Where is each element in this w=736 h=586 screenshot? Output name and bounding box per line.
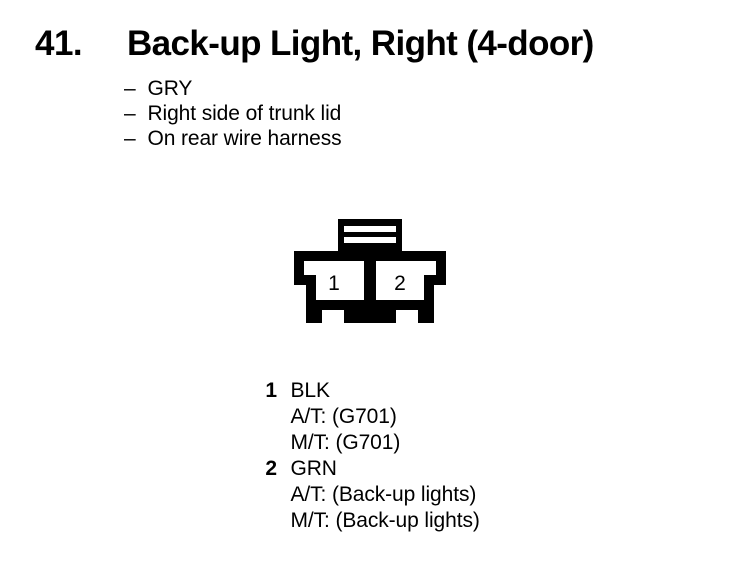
legend-note: A/T: (Back-up lights) bbox=[290, 483, 477, 506]
detail-text: On rear wire harness bbox=[147, 127, 342, 150]
legend-group-pin-1: 1 BLK A/T: (G701) M/T: (G701) bbox=[255, 378, 675, 456]
legend-wire-color: BLK bbox=[290, 379, 330, 402]
connector-pin-2-label: 2 bbox=[394, 272, 406, 295]
legend-row: M/T: (Back-up lights) bbox=[255, 508, 675, 534]
legend-note: M/T: (G701) bbox=[290, 431, 401, 454]
legend-row: 1 BLK bbox=[255, 378, 675, 404]
connector-cavity-divider bbox=[364, 251, 376, 300]
list-item: – GRY bbox=[124, 76, 644, 101]
connector-pin-1-label: 1 bbox=[328, 272, 340, 295]
legend-row: 2 GRN bbox=[255, 456, 675, 482]
legend-row: M/T: (G701) bbox=[255, 430, 675, 456]
dash-icon: – bbox=[124, 102, 136, 125]
legend-pin-number: 1 bbox=[265, 379, 277, 402]
page-header: 41. Back-up Light, Right (4-door) bbox=[0, 22, 736, 68]
list-item: – On rear wire harness bbox=[124, 126, 644, 151]
connector-diagram: 1 2 bbox=[288, 212, 460, 332]
page-title: Back-up Light, Right (4-door) bbox=[127, 24, 594, 63]
detail-text: Right side of trunk lid bbox=[147, 102, 342, 125]
legend-wire-color: GRN bbox=[290, 457, 337, 480]
list-item: – Right side of trunk lid bbox=[124, 101, 644, 126]
connector-icon: 1 2 bbox=[294, 219, 446, 323]
dash-icon: – bbox=[124, 77, 136, 100]
legend-note: M/T: (Back-up lights) bbox=[290, 509, 480, 532]
connector-latch-tab bbox=[338, 219, 402, 251]
legend-note: A/T: (G701) bbox=[290, 405, 397, 428]
legend-row: A/T: (Back-up lights) bbox=[255, 482, 675, 508]
detail-text: GRY bbox=[147, 77, 193, 100]
item-number: 41. bbox=[35, 24, 83, 63]
legend-pin-number: 2 bbox=[265, 457, 277, 480]
terminal-legend: 1 BLK A/T: (G701) M/T: (G701) 2 GRN A/T:… bbox=[255, 378, 675, 534]
legend-row: A/T: (G701) bbox=[255, 404, 675, 430]
detail-list: – GRY – Right side of trunk lid – On rea… bbox=[124, 76, 644, 151]
dash-icon: – bbox=[124, 127, 136, 150]
legend-group-pin-2: 2 GRN A/T: (Back-up lights) M/T: (Back-u… bbox=[255, 456, 675, 534]
